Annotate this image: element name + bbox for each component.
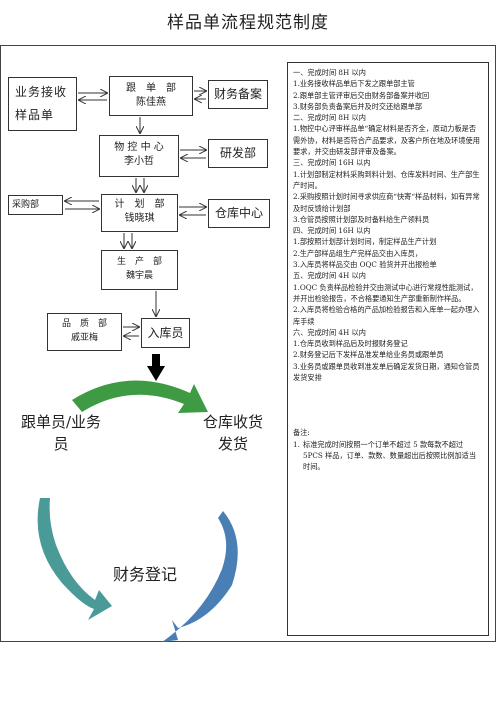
follow-dept-box: 跟 单 部 陈佳燕	[109, 76, 193, 116]
procedure-line: 3.仓管员按照计划部及时备料给生产领料员	[293, 214, 430, 224]
pmc-dept-label: 物 控 中 心	[114, 142, 164, 153]
purchase-label: 采购部	[12, 200, 40, 210]
pmc-box: 物 控 中 心 李小哲	[99, 135, 179, 177]
cycle-follow-sales-label: 跟单员/业务员	[20, 413, 102, 453]
procedure-line: 3.业务员或跟单员收到准发单后确定发货日期，通知仓管员发货安排	[293, 361, 480, 383]
finance-record-box: 财务备案	[208, 80, 268, 109]
procedure-line: 四、完成时间 16H 以内	[293, 226, 371, 236]
storage-clerk-box: 入库员	[141, 318, 190, 348]
procedure-line: 2.采购按照计划时间寻求供应商“快寄“样品材料，如有异常及时反馈给计划部	[293, 192, 480, 213]
finance-record-label: 财务备案	[213, 87, 262, 101]
procedure-line: 一、完成时间 8H 以内	[293, 68, 366, 77]
production-dept-label: 生 产 部	[116, 257, 162, 267]
procedure-line: 1.业务接收样品单后下发之跟单部主管	[293, 79, 415, 89]
warehouse-label: 仓库中心	[214, 206, 263, 220]
notes-heading: 备注:	[293, 428, 310, 438]
business-receive-label: 业务接收样品单	[15, 85, 68, 122]
follow-person-name: 陈佳燕	[136, 97, 166, 108]
plan-person-name: 钱晓琪	[124, 213, 155, 224]
purchase-box: 采购部	[8, 195, 63, 215]
pmc-person-name: 李小哲	[124, 156, 154, 167]
cycle-arrow-left	[37, 498, 112, 620]
procedure-line: 3.入库员将样品交由 OQC 验货并开出报检单	[293, 260, 437, 270]
warehouse-box: 仓库中心	[208, 199, 270, 228]
procedure-line: 1.仓库员收到样品后及时报财务登记	[293, 339, 408, 349]
page-title: 样品单流程规范制度	[167, 13, 329, 33]
cycle-finance-label: 财务登记	[112, 565, 177, 584]
cycle-arrow-right	[162, 511, 238, 642]
note-item: 1.标准完成时间按照一个订单不超过 5 款每款不超过 5PCS 样品，订单、款数…	[293, 439, 483, 473]
procedure-line: 六、完成时间 4H 以内	[293, 327, 366, 337]
rd-box: 研发部	[208, 139, 268, 168]
cycle-warehouse-label: 仓库收货发货	[202, 413, 263, 453]
quality-box: 品 质 部 戚亚梅	[47, 313, 122, 351]
storage-clerk-label: 入库员	[147, 326, 184, 340]
procedure-line: 二、完成时间 8H 以内	[293, 113, 366, 123]
procedure-line: 1.计划部制定材料采购到料计划、仓库发料时间、生产部生产时间。	[293, 169, 480, 190]
procedure-line: 1.OQC 负责样品检验并交由测试中心进行常规性能测试，并开出检验报告，不合格要…	[293, 282, 478, 303]
cycle-arrow-top	[72, 380, 208, 413]
note-text: 标准完成时间按照一个订单不超过 5 款每款不超过 5PCS 样品，订单、款数、数…	[303, 439, 477, 472]
procedure-line: 三、完成时间 16H 以内	[293, 158, 371, 168]
bold-down-arrow	[147, 354, 165, 381]
production-person-name: 魏宇晨	[125, 271, 153, 281]
follow-dept-label: 跟 单 部	[126, 83, 176, 94]
procedure-line: 五、完成时间 4H 以内	[293, 271, 366, 281]
procedure-line: 2.入库员将检验合格的产品加检验报告和入库单一起办理入库手续	[293, 305, 480, 326]
rd-label: 研发部	[219, 146, 256, 160]
business-receive-box: 业务接收样品单	[8, 77, 77, 131]
procedure-line: 1.物控中心评审样品单“确定材料是否齐全，原动力板是否需外协，材料是否符合产品要…	[293, 124, 480, 157]
quality-person-name: 戚亚梅	[70, 333, 98, 343]
plan-box: 计 划 部 钱晓琪	[101, 194, 178, 232]
procedure-line: 2.生产部样品组生产完样品交由入库员，	[293, 248, 423, 258]
procedure-line: 1.部按照计划部计划时间，制定样品生产计划	[293, 237, 437, 247]
procedure-line: 2.财务登记后下发样品准发单给业务员或跟单员	[293, 350, 444, 360]
production-box: 生 产 部 魏宇晨	[101, 250, 178, 290]
notes-list: 1.标准完成时间按照一个订单不超过 5 款每款不超过 5PCS 样品，订单、款数…	[293, 439, 483, 473]
procedure-line: 2.跟单部主管评审后交由财务部备案并收回	[293, 90, 430, 100]
quality-dept-label: 品 质 部	[61, 319, 107, 329]
plan-dept-label: 计 划 部	[114, 199, 165, 210]
note-number: 1.	[293, 439, 300, 449]
procedure-line: 3.财务部负责备案后并及时交还给跟单部	[293, 101, 423, 111]
